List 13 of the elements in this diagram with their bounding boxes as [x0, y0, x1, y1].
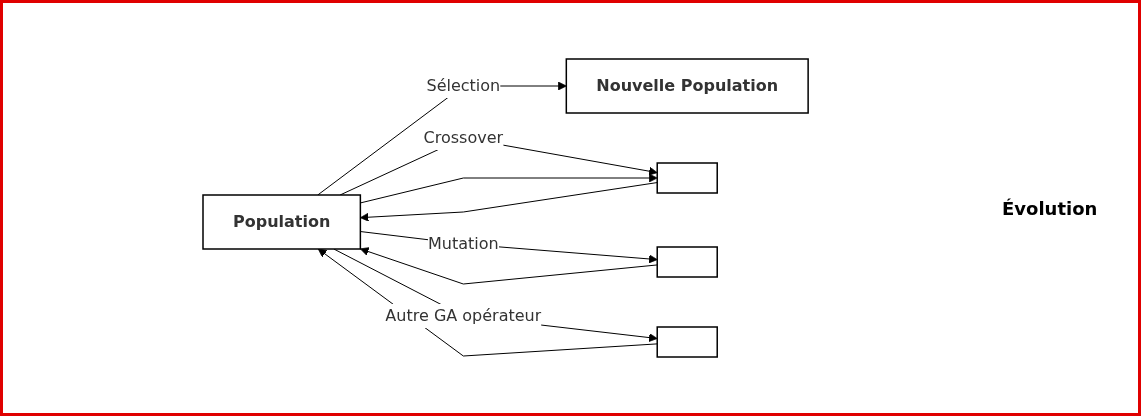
edge-label: Sélection: [426, 76, 501, 95]
arrow: [317, 248, 658, 357]
note-text: Évolution: [1002, 197, 1099, 219]
edge-label: Crossover: [423, 128, 504, 147]
node-box: Population: [202, 194, 362, 250]
node-box: [656, 326, 718, 358]
node-box: [656, 246, 718, 278]
arrow: [359, 247, 658, 285]
edge-label: Autre GA opérateur: [385, 306, 542, 325]
edge-label: Mutation: [427, 234, 499, 253]
node-box: [656, 162, 718, 194]
node-box: Nouvelle Population: [565, 58, 809, 114]
arrow: [317, 81, 567, 196]
